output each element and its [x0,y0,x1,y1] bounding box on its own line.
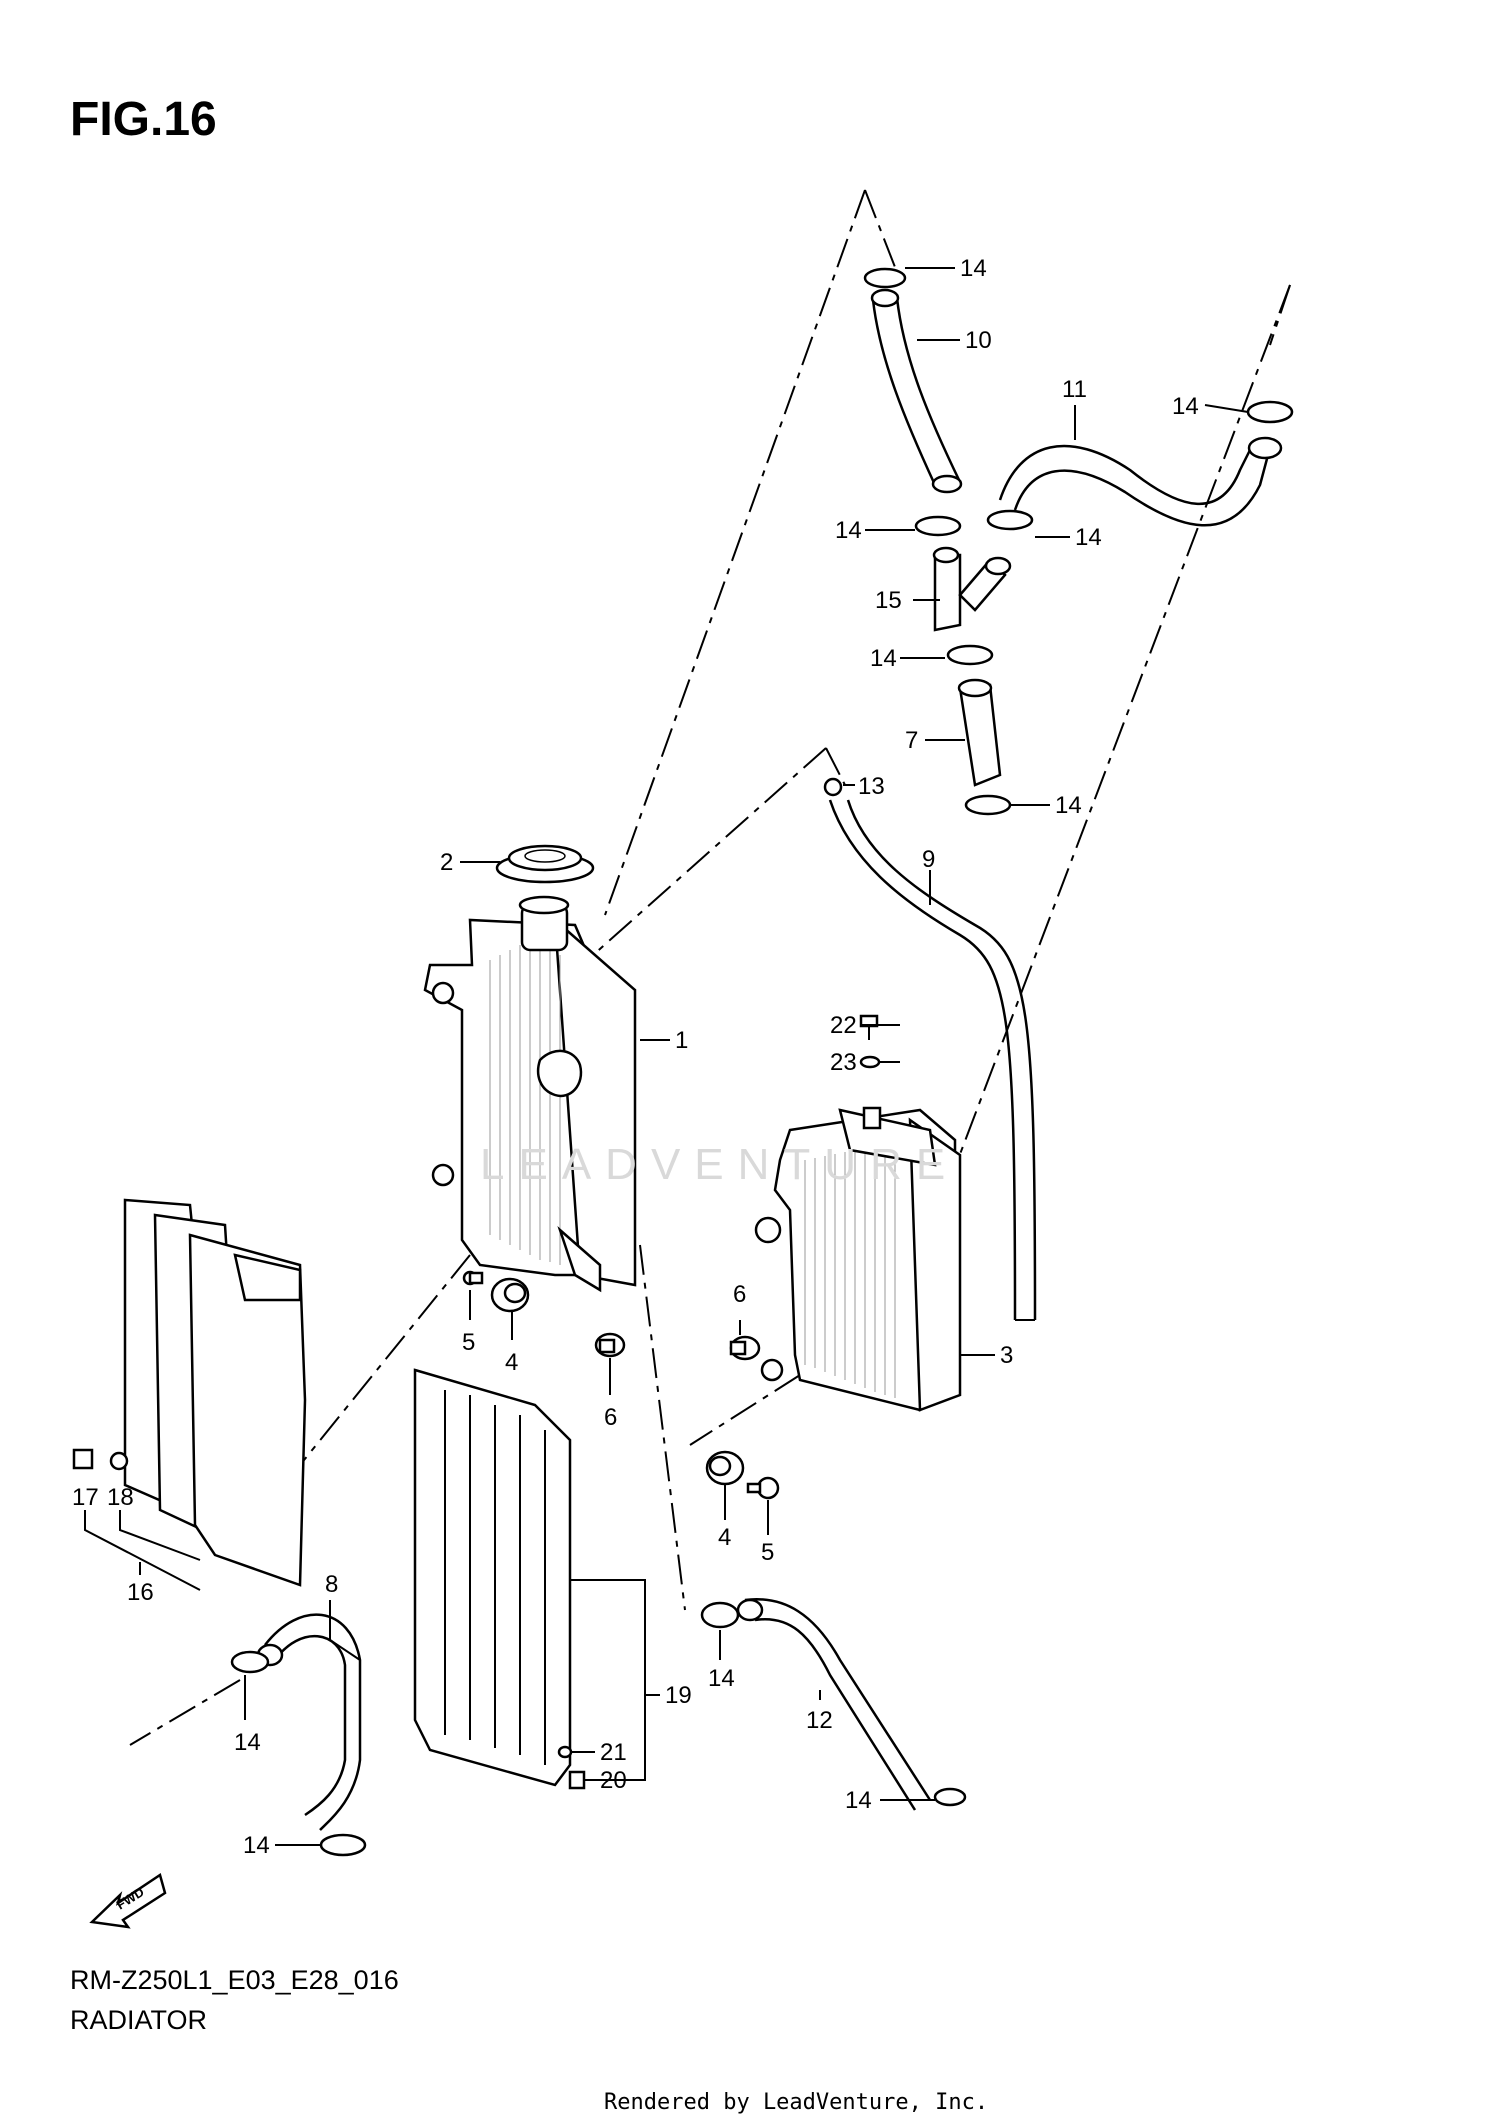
diagram-code: RM-Z250L1_E03_E28_016 [70,1965,399,1995]
callout-14b: 14 [1172,393,1199,420]
callout-23: 23 [830,1049,857,1076]
radiator-right-core [804,1142,896,1398]
figure-title: FIG.16 [70,93,217,146]
hose-10 [871,297,962,486]
callout-22: 22 [830,1012,857,1039]
hose-clamps [230,267,1294,1857]
hose-7 [958,683,1002,787]
hose-11 [998,444,1270,527]
callout-13: 13 [858,773,885,800]
callout-leaders [84,267,1249,1846]
callout-7: 7 [905,727,918,754]
callout-17: 17 [72,1484,99,1511]
bolt-22 [859,1014,879,1040]
callout-14a: 14 [960,255,987,282]
nut-20 [568,1770,586,1790]
joint-15 [932,546,1012,632]
gasket-23 [859,1055,881,1069]
callout-12: 12 [806,1707,833,1734]
callout-14j: 14 [845,1787,872,1814]
callout-11: 11 [1062,376,1087,403]
hose-12 [744,1598,932,1811]
callout-18: 18 [107,1484,134,1511]
callout-labels: 1 2 3 4 4 5 5 6 6 7 8 9 10 11 12 13 14 1… [72,255,1199,1859]
callout-3: 3 [1000,1342,1013,1369]
callout-14c: 14 [835,517,862,544]
radiator-guard [413,1368,572,1787]
callout-8: 8 [325,1571,338,1598]
cushion-18 [109,1451,129,1471]
radiator-left-core [489,945,561,1265]
callout-14h: 14 [234,1729,261,1756]
fasteners-right [705,1335,780,1500]
clamp-13 [823,777,843,797]
guard-louvers [444,1390,546,1765]
callout-16: 16 [127,1579,154,1606]
hose-8 [264,1613,362,1831]
radiator-cap [495,844,595,884]
screw-21 [557,1745,573,1759]
watermark: LEADVENTURE [480,1140,960,1189]
callout-4a: 4 [505,1349,518,1376]
callout-6a: 6 [604,1404,617,1431]
callout-5a: 5 [462,1329,475,1356]
callout-9: 9 [922,846,935,873]
nut-17 [72,1448,94,1470]
callout-15: 15 [875,587,902,614]
callout-6b: 6 [733,1281,746,1308]
construction-lines [129,189,1291,1746]
callout-14f: 14 [1055,792,1082,819]
callout-14g: 14 [708,1665,735,1692]
callout-10: 10 [965,327,992,354]
radiator-right [754,1106,962,1412]
callout-14d: 14 [1075,524,1102,551]
diagram-caption: RADIATOR [70,2005,208,2035]
fwd-arrow-icon: FWD [89,1873,167,1929]
hose-9 [828,799,1037,1321]
callout-2: 2 [440,849,453,876]
callout-5b: 5 [761,1539,774,1566]
louver-assy [123,1198,307,1587]
callout-21: 21 [600,1739,627,1766]
fasteners-left [462,1270,626,1358]
callout-19: 19 [665,1682,692,1709]
callout-1: 1 [675,1027,688,1054]
footer-credit: Rendered by LeadVenture, Inc. [604,2090,989,2115]
callout-14e: 14 [870,645,897,672]
radiator-left [423,895,637,1293]
callout-4b: 4 [718,1524,731,1551]
callout-20: 20 [600,1767,627,1794]
callout-14i: 14 [243,1832,270,1859]
